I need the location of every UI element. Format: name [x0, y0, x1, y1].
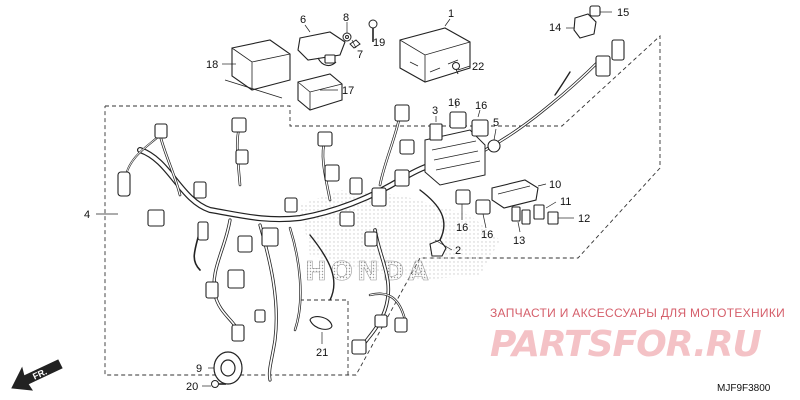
part-16-relay-b — [471, 119, 489, 137]
part-14-relay — [573, 5, 601, 39]
part-16-relay-a — [449, 111, 467, 129]
part-3-relay — [429, 123, 443, 141]
callout-3: 3 — [432, 105, 438, 117]
callout-20: 20 — [186, 381, 198, 393]
callout-8: 8 — [343, 12, 349, 24]
part-16-relay-c — [455, 189, 471, 205]
callout-4: 4 — [84, 209, 90, 221]
callout-21: 21 — [316, 347, 328, 359]
part-16-relay-d — [475, 199, 491, 215]
relays-group — [429, 111, 501, 215]
callout-17: 17 — [342, 85, 354, 97]
callout-13: 13 — [513, 235, 525, 247]
callout-19: 19 — [373, 37, 385, 49]
part-11-fuse — [533, 204, 545, 220]
part-17-module — [297, 73, 343, 111]
leader-lines — [96, 11, 612, 387]
fuses-group — [511, 204, 559, 225]
callout-22: 22 — [472, 61, 484, 73]
harness-connectors — [117, 39, 625, 355]
callout-7: 7 — [357, 49, 363, 61]
part-6-bracket — [297, 31, 346, 67]
callout-16-c: 16 — [456, 222, 468, 234]
callout-2: 2 — [455, 245, 461, 257]
part-18-ecu-module — [224, 39, 291, 99]
watermark-caption: ЗАПЧАСТИ И АКСЕССУАРЫ ДЛЯ МОТОТЕХНИКИ — [490, 306, 785, 320]
part-13-fuse-a — [511, 206, 521, 222]
callout-9: 9 — [196, 363, 202, 375]
callout-16-d: 16 — [481, 229, 493, 241]
part-5-grommet — [487, 139, 501, 153]
part-13-fuse-b — [521, 209, 531, 225]
callout-14: 14 — [549, 22, 561, 34]
callout-12: 12 — [578, 213, 590, 225]
diagram-code: MJF9F3800 — [717, 383, 771, 394]
part-15-cap — [589, 5, 601, 17]
part-1-control-unit — [399, 27, 471, 83]
watermark: ЗАПЧАСТИ И АКСЕССУАРЫ ДЛЯ МОТОТЕХНИКИ PA… — [490, 306, 785, 365]
callout-15: 15 — [617, 7, 629, 19]
honda-logo-background: HONDA — [300, 190, 500, 287]
hardware-bolts — [211, 19, 460, 388]
assembly-boundary — [104, 34, 661, 376]
watermark-brand: PARTSFOR.RU — [490, 324, 762, 365]
callout-11: 11 — [560, 196, 571, 208]
clamp-boundary — [300, 299, 349, 375]
front-direction-arrow-icon: FR. — [11, 359, 63, 391]
part-10-fuse-holder — [491, 179, 539, 209]
callout-6: 6 — [300, 14, 306, 26]
callout-labels: 1 2 3 4 5 6 7 8 9 10 11 12 13 14 15 16 1… — [84, 7, 629, 393]
callout-5: 5 — [493, 117, 499, 129]
part-9-horn — [213, 351, 243, 385]
callout-16-b: 16 — [475, 100, 487, 112]
callout-18: 18 — [206, 59, 218, 71]
part-12-fuse — [547, 211, 559, 225]
part-21-clamp — [309, 316, 333, 330]
callout-10: 10 — [549, 179, 561, 191]
honda-logo-text: HONDA — [305, 257, 432, 287]
callout-1: 1 — [448, 8, 454, 20]
fuse-box — [424, 129, 486, 186]
callout-16-a: 16 — [448, 97, 460, 109]
